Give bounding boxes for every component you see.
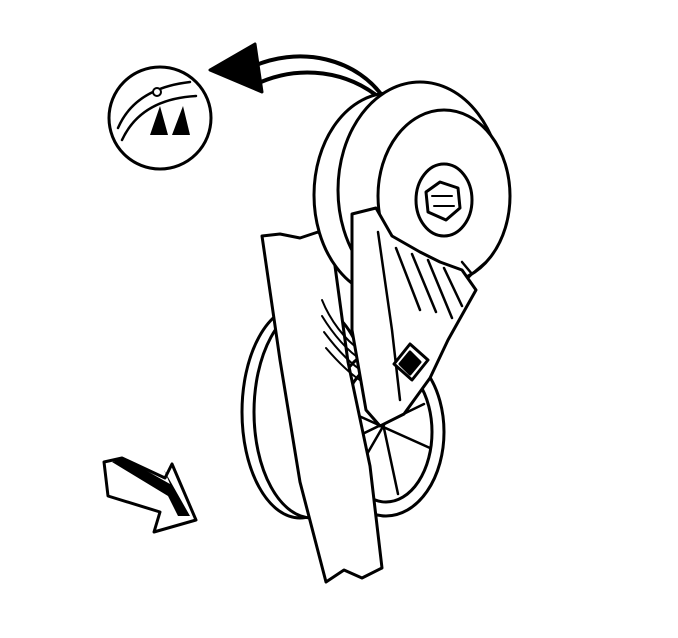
rotation-arrow-icon	[208, 42, 387, 102]
indicator-marks-icon	[150, 106, 190, 135]
direction-arrow-icon	[102, 456, 198, 534]
tensioner-arm	[350, 206, 488, 428]
indicator-detail-circle	[107, 65, 213, 171]
bolt-icon	[424, 180, 462, 222]
square-lug-icon	[392, 342, 430, 382]
